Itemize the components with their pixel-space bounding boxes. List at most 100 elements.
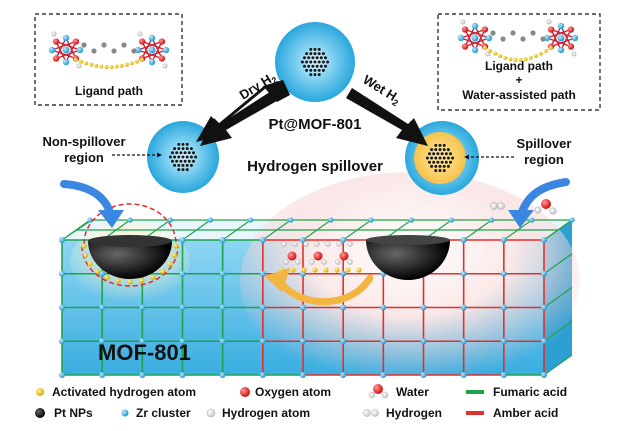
pt-dot	[189, 163, 193, 167]
pt-dot	[446, 156, 450, 160]
path-h	[518, 57, 523, 62]
dry-h2-arrow	[200, 88, 282, 146]
bond	[474, 29, 486, 51]
pt-dot	[309, 52, 313, 56]
pt-dot	[189, 155, 193, 159]
right-h2-arrow-head	[508, 210, 534, 228]
activated-h	[94, 268, 101, 275]
atom	[62, 34, 70, 42]
activated-h	[312, 267, 318, 273]
pt-dot	[305, 52, 309, 56]
pt-dot	[434, 169, 438, 173]
zr-node	[340, 372, 347, 378]
pt-dot	[168, 155, 172, 159]
pt-dot	[317, 73, 321, 77]
zr-node	[420, 372, 427, 378]
atom	[571, 51, 577, 57]
grid-line	[543, 287, 573, 308]
pt-dot	[430, 148, 434, 152]
zr-node	[300, 237, 306, 243]
zr-node	[139, 372, 146, 378]
pt-dot	[181, 155, 185, 159]
carbon	[520, 36, 526, 42]
pt-dot	[449, 160, 452, 164]
non-spillover-label-2: region	[64, 150, 104, 165]
activated-h	[150, 274, 156, 280]
legend-label: Amber acid	[493, 406, 558, 420]
zr-node	[340, 237, 347, 243]
zr-node	[460, 237, 467, 243]
pt-dot	[434, 156, 438, 160]
pt-dot	[440, 152, 444, 156]
pt-dot	[319, 56, 323, 60]
carbon	[490, 30, 496, 36]
pt-dot	[319, 64, 323, 68]
pt-dot	[444, 152, 448, 156]
zr-node	[87, 217, 93, 223]
atom	[76, 46, 84, 54]
zr-node	[541, 338, 547, 345]
pt-dot	[438, 164, 442, 168]
zr-node	[259, 304, 266, 311]
carbon	[500, 36, 506, 42]
path-h	[140, 58, 144, 62]
atom	[62, 58, 70, 66]
atom	[48, 46, 56, 54]
zr-node	[541, 304, 547, 311]
legend-label: Oxygen atom	[255, 385, 331, 399]
atom	[148, 46, 156, 54]
zr-node	[99, 372, 106, 378]
zr-node	[179, 304, 186, 311]
pt-dot	[317, 68, 321, 72]
zr-node	[380, 304, 387, 311]
activated-h	[301, 267, 307, 273]
free-molecules-right	[490, 199, 557, 215]
pt-dot	[309, 47, 313, 51]
zr-node	[300, 338, 306, 345]
zr-node	[59, 338, 65, 345]
atom	[158, 55, 166, 62]
atom	[460, 19, 466, 25]
pt-dot	[179, 151, 183, 155]
bond	[460, 28, 486, 39]
zr-node	[328, 217, 334, 223]
legend-label: Activated hydrogen atom	[52, 385, 196, 399]
pt-dot	[185, 147, 189, 151]
carbon	[121, 42, 127, 48]
water-assisted-arrow-head	[264, 268, 290, 292]
bond	[550, 25, 562, 47]
zr-node	[460, 338, 467, 345]
zr-node	[541, 372, 547, 378]
legend-item-hydrogen: Hydrogen	[363, 406, 442, 420]
pt-dot	[183, 151, 187, 155]
bond	[141, 41, 153, 63]
atom	[51, 31, 57, 37]
zr-node	[380, 372, 387, 378]
atom	[471, 22, 479, 30]
zr-node	[219, 270, 226, 277]
atom	[571, 34, 579, 42]
atom	[471, 46, 479, 54]
zr-node	[219, 237, 226, 243]
pt-dot	[311, 64, 315, 68]
pt-dot	[444, 160, 448, 164]
carbon	[510, 30, 516, 36]
hydrogen-atom	[292, 241, 298, 247]
bond	[464, 29, 476, 51]
water-assisted-arrow	[276, 274, 374, 306]
zr-node	[59, 304, 65, 311]
pt-dot	[436, 160, 440, 164]
pt-dot	[177, 147, 181, 151]
zr-node	[219, 304, 226, 311]
activated-h	[356, 267, 362, 273]
carbon	[530, 30, 536, 36]
pt-dot	[183, 159, 187, 163]
pt-dot	[449, 152, 452, 156]
pt-dot	[321, 68, 325, 72]
pt-dot	[321, 52, 325, 56]
pt-dot	[192, 151, 195, 155]
path-h	[513, 57, 518, 62]
grid-line	[543, 219, 573, 241]
activated-h	[81, 243, 87, 249]
